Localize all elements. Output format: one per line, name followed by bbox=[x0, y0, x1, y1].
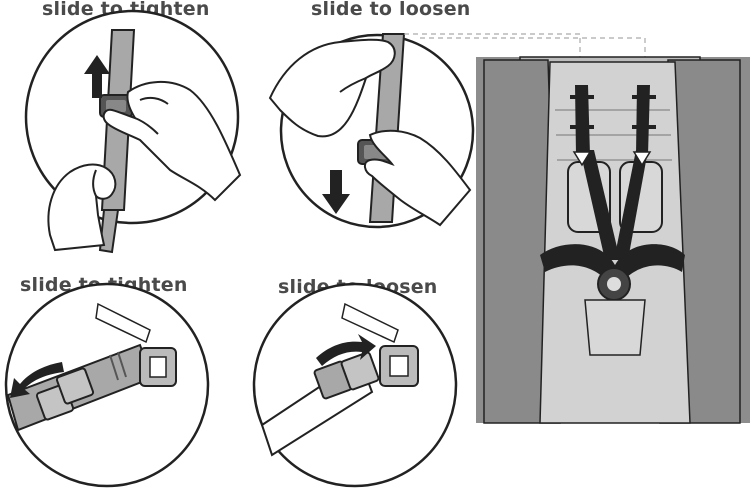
hand-icon bbox=[47, 163, 117, 252]
panel-top-right bbox=[268, 33, 475, 229]
hand-icon bbox=[268, 38, 396, 138]
hand-icon bbox=[102, 80, 242, 202]
arrow-left-curved-icon bbox=[10, 362, 64, 398]
arrow-right-curved-icon bbox=[316, 334, 376, 366]
label-top-right: slide to loosen bbox=[311, 0, 471, 20]
arrow-up-icon bbox=[84, 55, 110, 98]
arrow-down-icon bbox=[322, 170, 350, 214]
stroller-seat bbox=[476, 56, 750, 424]
hand-icon bbox=[364, 129, 472, 227]
callout-lines bbox=[404, 33, 646, 60]
panel-bottom-left bbox=[4, 282, 210, 488]
panel-top-left bbox=[24, 9, 242, 254]
panel-bottom-right bbox=[252, 282, 458, 488]
